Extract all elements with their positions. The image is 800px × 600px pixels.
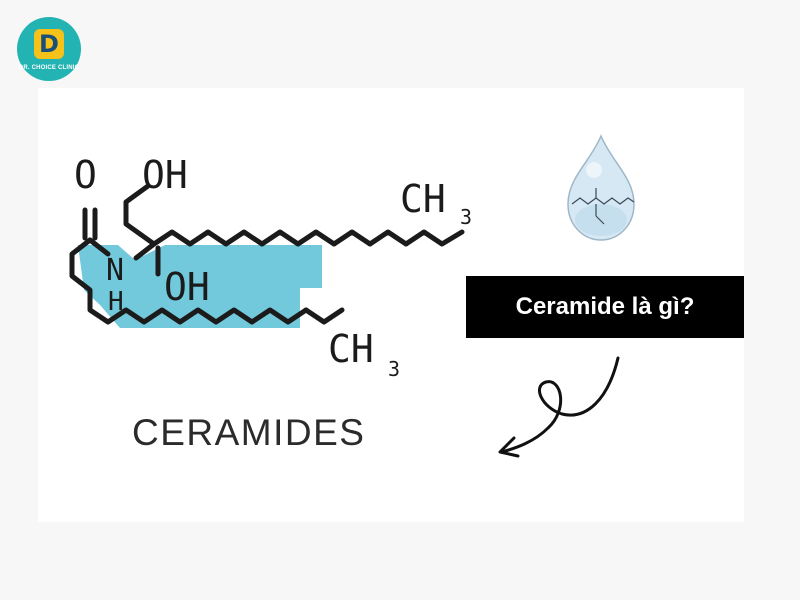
methyl-bottom-label: CH [328,327,374,371]
logo-mark: D [34,29,64,59]
methyl-bottom-subscript: 3 [388,357,400,381]
logo-text: DR. CHOICE CLINIC [18,65,80,71]
question-banner: Ceramide là gì? [466,276,744,338]
oxygen-label: O [74,153,97,197]
methyl-top-subscript: 3 [460,205,472,229]
hydrogen-label: H [108,287,124,317]
water-drop-illustration [567,134,635,241]
diagram-title: CERAMIDES [132,412,366,453]
ceramide-molecule-diagram: O OH CH 3 N H OH CH 3 [69,153,472,381]
highlight-region [78,245,322,328]
question-text: Ceramide là gì? [515,293,695,320]
nitrogen-label: N [106,253,124,288]
hydroxyl-top-label: OH [142,153,188,197]
curly-arrow-icon [498,356,620,458]
hydroxyl-mid-label: OH [164,265,210,309]
methyl-top-label: CH [400,177,446,221]
clinic-logo[interactable]: D DR. CHOICE CLINIC [17,17,81,81]
